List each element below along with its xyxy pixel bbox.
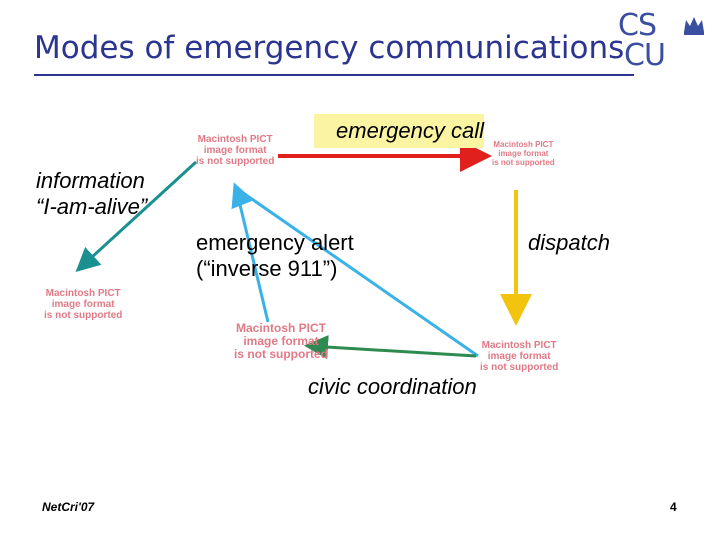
cscu-logo: CS CU (612, 8, 708, 74)
footer-conference: NetCri'07 (42, 500, 95, 514)
slide-title: Modes of emergency communications (34, 30, 625, 66)
emergency-alert-label: emergency alert (“inverse 911”) (196, 230, 354, 281)
civic-coordination-arrow (304, 335, 477, 360)
page-number: 4 (670, 500, 677, 514)
title-underline (34, 74, 634, 76)
emergency-call-label: emergency call (314, 114, 484, 148)
civic-coordination-label: civic coordination (308, 374, 477, 399)
logo-text-top: CS (618, 8, 657, 43)
information-arrow (75, 160, 198, 273)
crown-icon (684, 17, 704, 35)
emergency-alert-arrowhead (231, 182, 254, 210)
logo-text-bottom: CU (624, 38, 666, 73)
dispatch-label: dispatch (528, 230, 610, 255)
information-label: information “I-am-alive” (36, 168, 148, 219)
